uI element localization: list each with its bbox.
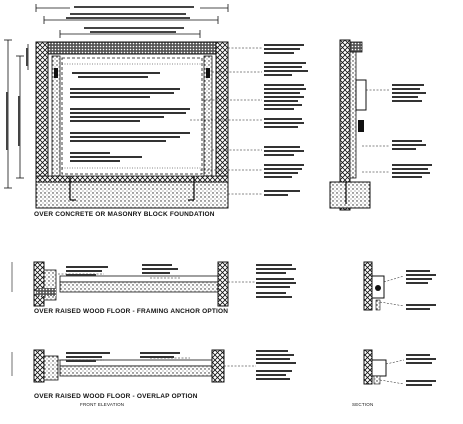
leader-lines-top	[190, 47, 262, 195]
side-section-overlap	[363, 349, 387, 385]
section-title-concrete: OVER CONCRETE OR MASONRY BLOCK FOUNDATIO…	[34, 211, 215, 218]
side-overlap-leaders	[379, 359, 405, 385]
anchor-notes	[66, 264, 296, 298]
side-anchor-notes	[406, 270, 436, 310]
top-dimension-text	[66, 5, 200, 33]
side-anchor-leaders	[379, 275, 405, 307]
side-overlap-notes	[406, 354, 436, 386]
view-label-side: SECTION	[352, 402, 374, 407]
overlap-notes	[66, 350, 296, 380]
elevation-notes	[70, 72, 190, 162]
front-elevation-concrete	[35, 41, 229, 209]
front-elevation-overlap	[11, 349, 225, 383]
section-title-raised-anchor: OVER RAISED WOOD FLOOR - FRAMING ANCHOR …	[34, 308, 229, 315]
side-notes-upper	[392, 84, 432, 178]
right-notes-upper	[264, 44, 308, 196]
view-label-front: FRONT ELEVATION	[80, 402, 125, 407]
side-section-upper	[329, 39, 371, 211]
left-dimension-text	[6, 48, 28, 150]
side-section-anchor	[363, 261, 385, 311]
side-leaders-upper	[362, 89, 390, 173]
front-elevation-anchor	[11, 261, 229, 307]
section-title-raised-overlap: OVER RAISED WOOD FLOOR - OVERLAP OPTION	[34, 393, 198, 400]
